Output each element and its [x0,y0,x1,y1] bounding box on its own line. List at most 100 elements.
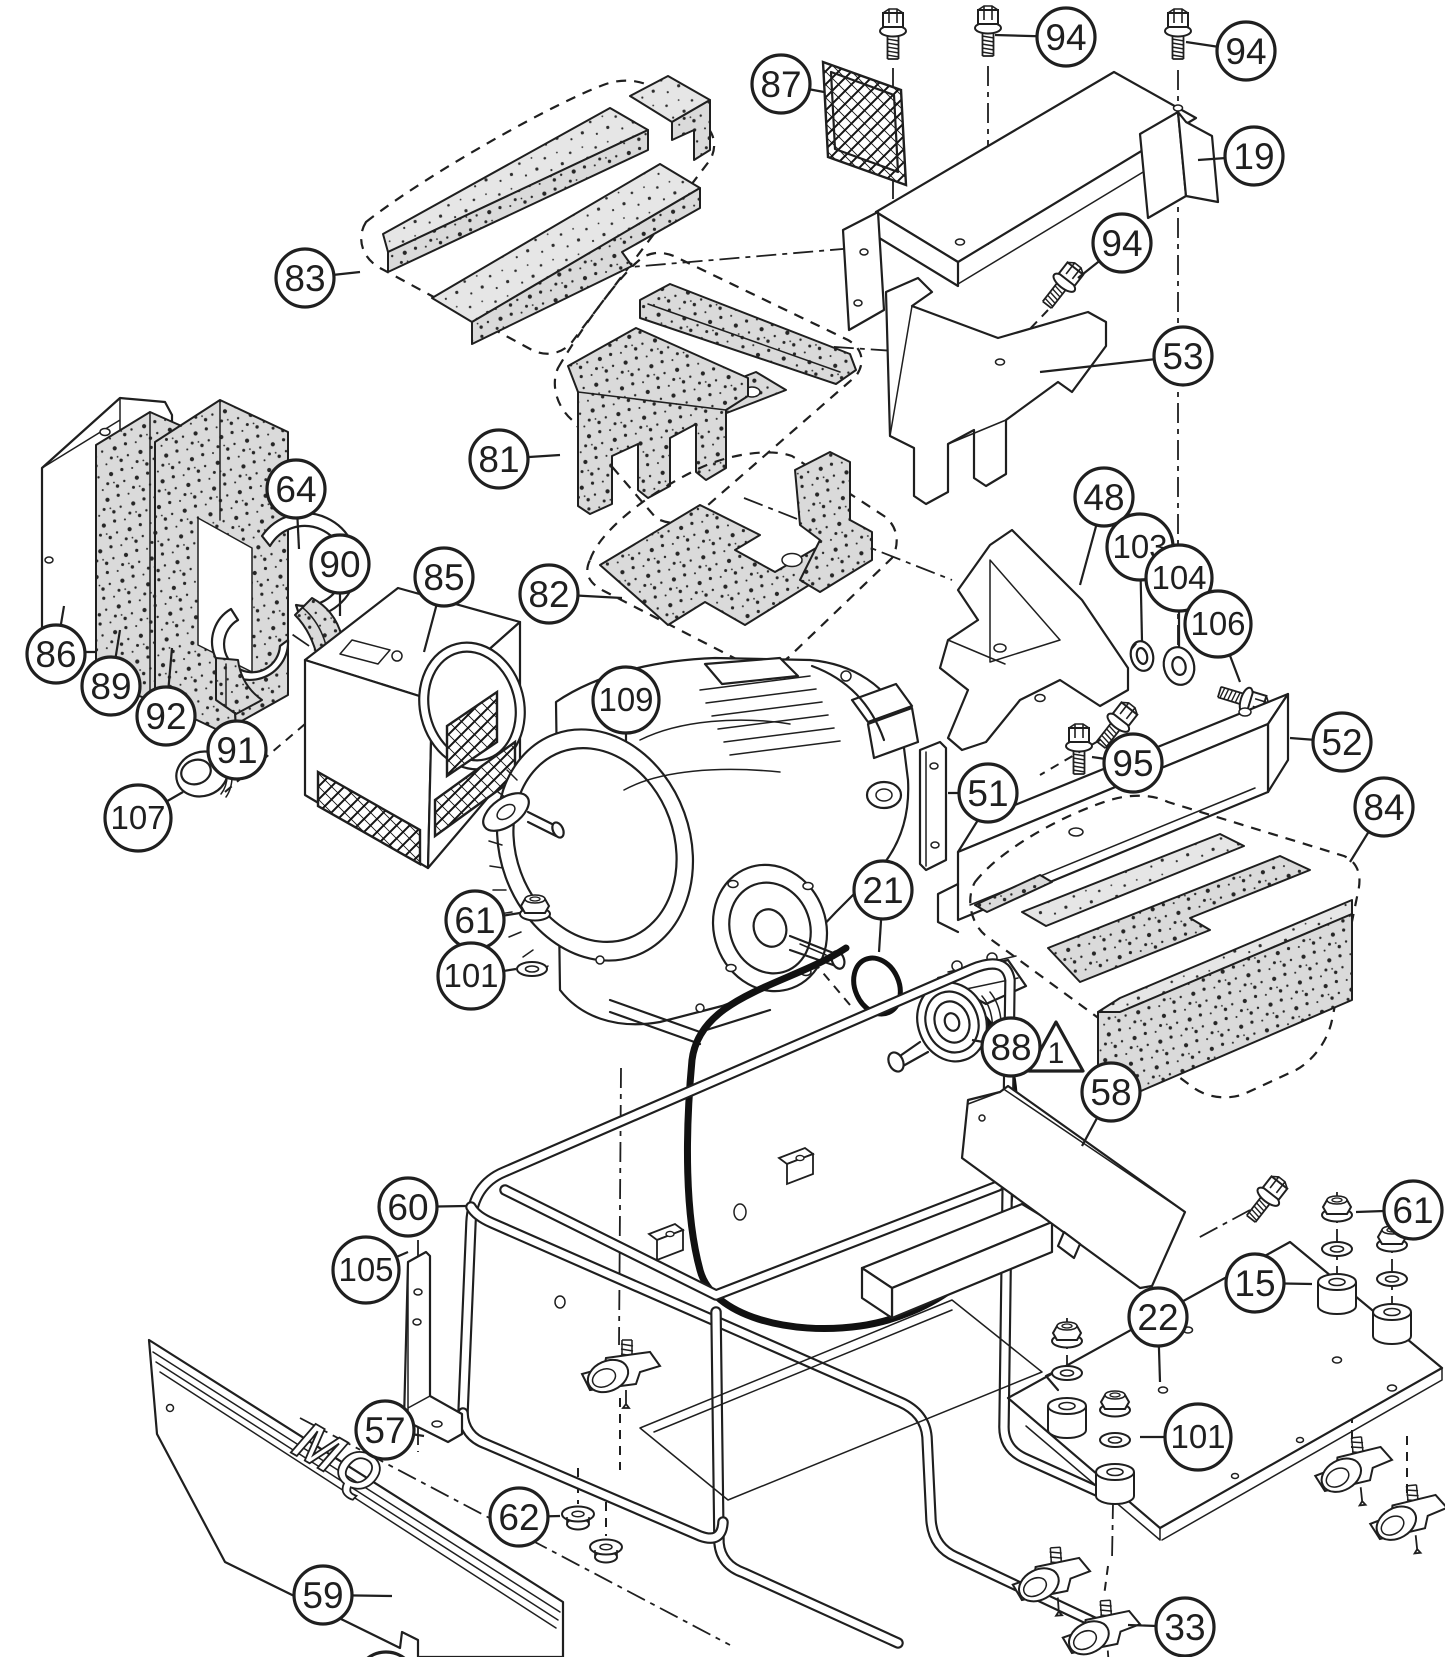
callout-48: 48 [1073,466,1135,528]
callout-partial [366,1650,406,1657]
callout-85: 85 [413,546,475,608]
mount-below-plate [1095,1463,1135,1505]
svg-text:90: 90 [319,544,360,585]
svg-text:52: 52 [1321,722,1362,763]
bolt-94a-2 [974,5,1002,57]
callout-83: 83 [274,247,336,309]
o-ring-21 [851,955,903,1017]
callout-88: 88 [980,1016,1042,1078]
svg-text:48: 48 [1083,477,1124,518]
foam-wedge-91 [215,657,263,715]
callout-61: 61 [1382,1179,1444,1241]
spacer-strip-51 [918,740,948,872]
svg-text:61: 61 [454,900,495,941]
callout-86: 86 [25,623,87,685]
svg-text:88: 88 [990,1027,1031,1068]
nut-below-plate [1099,1390,1131,1418]
washer-101-engine [516,961,548,977]
svg-text:86: 86 [35,634,76,675]
washer-101-right [1099,1432,1131,1448]
flat-washer-104 [1162,646,1196,686]
svg-text:94: 94 [1101,223,1142,264]
callout-33: 33 [1154,1596,1216,1657]
callout-21: 21 [852,859,914,921]
callout-58: 58 [1080,1061,1142,1123]
top-cover-part-19 [841,70,1220,332]
svg-text:101: 101 [1170,1418,1225,1455]
callout-92: 92 [135,685,197,747]
callout-57: 57 [354,1399,416,1461]
svg-text:59: 59 [302,1575,343,1616]
callout-61: 61 [444,889,506,951]
callout-105: 105 [331,1235,401,1305]
callout-106: 106 [1183,589,1253,659]
foot-62-b [589,1538,623,1564]
svg-text:19: 19 [1233,136,1274,177]
svg-text:84: 84 [1363,787,1404,828]
svg-text:94: 94 [1045,17,1086,58]
svg-text:85: 85 [423,557,464,598]
svg-text:61: 61 [1392,1190,1433,1231]
side-panel-58 [960,1084,1187,1290]
svg-text:82: 82 [528,574,569,615]
mount-15-right-1 [1317,1273,1357,1315]
svg-text:95: 95 [1112,743,1153,784]
callout-94: 94 [1091,212,1153,274]
lock-washer-103 [1129,640,1155,672]
svg-text:104: 104 [1151,559,1206,596]
washer-left [1051,1365,1083,1381]
callout-84: 84 [1353,776,1415,838]
callout-94: 94 [1035,6,1097,68]
tube-frame-60 [457,958,1114,1649]
callout-89: 89 [80,655,142,717]
grille-panel-87 [821,60,908,187]
svg-text:101: 101 [443,957,498,994]
svg-text:89: 89 [90,666,131,707]
callout-60: 60 [377,1176,439,1238]
svg-text:58: 58 [1090,1072,1131,1113]
svg-text:109: 109 [598,681,653,718]
callout-101: 101 [1163,1402,1233,1472]
svg-text:60: 60 [387,1187,428,1228]
callout-53: 53 [1152,325,1214,387]
bolt-94b [1164,8,1192,60]
callout-90: 90 [309,533,371,595]
callout-94: 94 [1215,20,1277,82]
callout-64: 64 [265,458,327,520]
callout-82: 82 [518,563,580,625]
callout-52: 52 [1311,711,1373,773]
bracket-57 [402,1250,464,1444]
callout-104: 104 [1144,543,1214,613]
callout-51: 51 [957,762,1019,824]
washer-right-1 [1321,1241,1353,1257]
nut-61-left [1051,1321,1083,1349]
svg-text:87: 87 [760,64,801,105]
svg-text:51: 51 [967,773,1008,814]
nut-61-right-1 [1321,1195,1353,1223]
svg-text:64: 64 [275,469,316,510]
svg-text:91: 91 [216,730,257,771]
callout-22: 22 [1127,1286,1189,1348]
bolt-94a-1 [879,8,907,60]
vib-mount-33-d [1365,1480,1445,1559]
washer-right-2 [1376,1271,1408,1287]
svg-text:81: 81 [478,439,519,480]
mount-15-right-2 [1372,1303,1412,1345]
svg-text:21: 21 [862,870,903,911]
warning-label: 1 [1048,1037,1065,1070]
svg-text:107: 107 [110,799,165,836]
svg-text:22: 22 [1137,1297,1178,1338]
callout-59: 59 [292,1564,354,1626]
bolt-94c [1035,256,1090,314]
svg-text:33: 33 [1164,1607,1205,1648]
svg-text:62: 62 [498,1497,539,1538]
front-panel-59: MQ [147,1338,565,1657]
foam-group-83 [360,75,716,355]
foam-panel-92 [154,399,289,733]
svg-text:106: 106 [1190,605,1245,642]
svg-text:83: 83 [284,258,325,299]
foam-group-84 [969,794,1361,1101]
